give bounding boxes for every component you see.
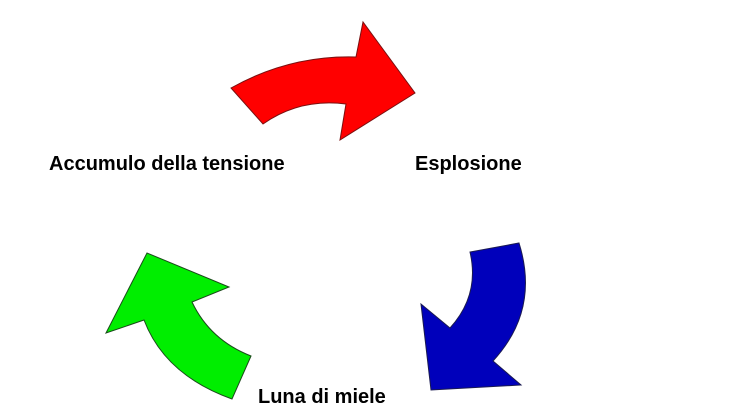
- stage-label-accumulo: Accumulo della tensione: [49, 153, 285, 175]
- stage-label-luna: Luna di miele: [258, 386, 386, 408]
- red-curved-arrow-icon: [230, 20, 416, 142]
- green-curved-arrow-icon: [104, 252, 252, 400]
- blue-curved-arrow-icon: [420, 242, 526, 391]
- stage-label-esplosione: Esplosione: [415, 153, 522, 175]
